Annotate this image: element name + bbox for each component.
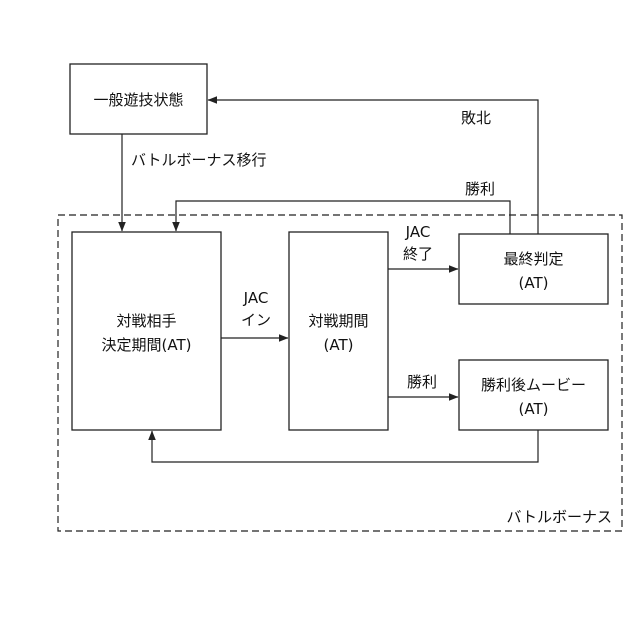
victory-movie-label-line1: 勝利後ムービー [481, 376, 586, 394]
victory-loop-arrow [176, 201, 510, 234]
final-judgement-label-line2: (AT) [519, 274, 549, 292]
battle-period-label-line1: 対戦期間 [308, 312, 368, 330]
opponent-decision-period-label-line2: 決定期間(AT) [102, 336, 192, 354]
victory-to-movie-label: 勝利 [407, 373, 437, 391]
final-judgement-label-line1: 最終判定 [503, 250, 563, 268]
opponent-decision-period-node: 対戦相手 決定期間(AT) [72, 232, 221, 430]
victory-movie-node: 勝利後ムービー (AT) [459, 360, 608, 430]
battle-bonus-group-label: バトルボーナス [507, 508, 612, 526]
jac-in-label-line1: JAC [243, 289, 269, 307]
movie-return-arrow [152, 430, 538, 462]
opponent-decision-period-label-line1: 対戦相手 [116, 312, 176, 330]
battle-bonus-transition-label: バトルボーナス移行 [131, 151, 266, 169]
normal-play-state-label: 一般遊技状態 [93, 91, 183, 109]
normal-play-state-node: 一般遊技状態 [70, 64, 207, 134]
jac-in-label-line2: イン [241, 311, 271, 329]
defeat-label: 敗北 [461, 109, 491, 127]
final-judgement-node: 最終判定 (AT) [459, 234, 608, 304]
jac-end-label-line2: 終了 [403, 245, 433, 263]
victory-loop-label: 勝利 [465, 180, 495, 198]
battle-period-node: 対戦期間 (AT) [289, 232, 388, 430]
victory-movie-label-line2: (AT) [519, 400, 549, 418]
jac-end-label-line1: JAC [405, 223, 431, 241]
battle-period-label-line2: (AT) [324, 336, 354, 354]
